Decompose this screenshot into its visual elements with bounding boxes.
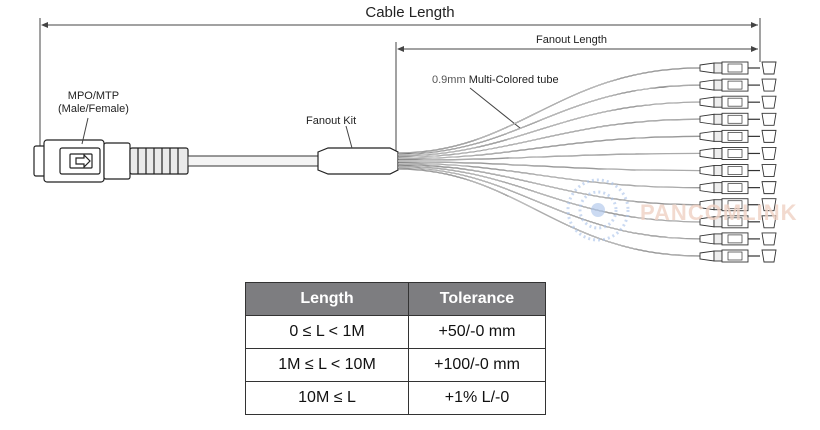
tolerance-cell: +100/-0 mm [408,348,546,382]
fanout-length-dimension [395,42,758,155]
lc-connector [699,232,777,246]
lc-connector [699,61,777,75]
watermark-text: PANCOMLINK [640,200,798,225]
fanout-length-label: Fanout Length [536,34,607,46]
fiber-tube-highlight [397,101,701,157]
lc-connector [699,249,777,263]
fiber-tube-highlight [397,162,701,188]
tolerance-cell: +50/-0 mm [408,315,546,349]
connector-gender-label: (Male/Female) [58,103,129,115]
length-cell: 0 ≤ L < 1M [245,315,409,349]
fiber-tube-highlight [397,165,701,223]
fiber-tube-highlight [397,84,701,155]
lc-connector [699,147,777,160]
mpo-leader [81,117,89,145]
length-cell: 10M ≤ L [245,381,409,415]
trunk-cable [187,155,319,167]
fiber-tube-highlight [397,161,701,171]
tube-label: 0.9mm Multi-Colored tube [432,74,559,86]
fanout-fibers [397,61,777,263]
watermark-logo-icon [566,178,630,242]
header-length: Length [245,282,409,316]
table-header-row: Length Tolerance [245,282,546,316]
fiber-tube [397,101,701,157]
tube-size-label: 0.9mm [432,74,466,86]
table-row: 0 ≤ L < 1M +50/-0 mm [245,315,546,349]
length-cell: 1M ≤ L < 10M [245,348,409,382]
lc-connector [699,129,777,143]
connector-type-label: MPO/MTP [67,90,120,102]
fiber-tube-highlight [397,168,701,257]
tolerance-cell: +1% L/-0 [408,381,546,415]
fanout-kit-body [317,147,399,175]
lc-connector [699,164,777,177]
table-row: 1M ≤ L < 10M +100/-0 mm [245,348,546,382]
fiber-tube [397,84,701,156]
fiber-tube-highlight [397,167,701,240]
fiber-tube-highlight [397,164,701,206]
fanout-kit-label: Fanout Kit [306,115,357,127]
header-tolerance: Tolerance [408,282,546,316]
lc-connector [699,215,777,229]
tube-leader [469,87,521,129]
cable-length-dimension [39,18,761,160]
lc-connector [699,78,777,92]
table-row: 10M ≤ L +1% L/-0 [245,381,546,415]
cable-length-label: Cable Length [365,4,455,21]
connector-label: MPO/MTP (Male/Female) [58,90,129,116]
mpo-connector [33,139,189,183]
fanout-kit-leader [345,125,353,149]
lc-connector [699,181,777,195]
tube-desc-label: Multi-Colored tube [468,74,559,86]
tolerance-table: Length Tolerance 0 ≤ L < 1M +50/-0 mm 1M… [245,282,546,415]
lc-connector [699,95,777,109]
fiber-tube-highlight [397,118,701,158]
lc-connector [699,112,777,126]
fiber-tube-highlight [397,136,701,160]
fiber-tube-highlight [397,153,701,161]
fiber-tube [397,118,701,158]
lc-connector [699,198,777,212]
fiber-tube-highlight [397,67,701,154]
